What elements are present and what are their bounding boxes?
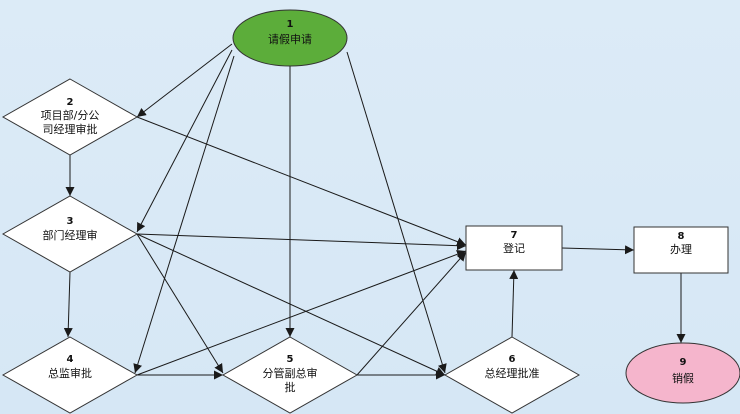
node-2-label-line1: 项目部/分公 — [41, 108, 100, 122]
edge-3-to-5 — [136, 233, 224, 374]
node-9-number: 9 — [680, 357, 687, 368]
node-1-shape — [232, 9, 348, 67]
node-5-number: 5 — [287, 354, 294, 365]
node-1-leave-request[interactable]: 1 请假申请 — [232, 9, 348, 67]
node-3-label: 部门经理审 — [43, 228, 98, 242]
edge-1-to-3 — [136, 49, 233, 233]
node-8-shape — [633, 226, 729, 274]
node-4-number: 4 — [67, 354, 74, 365]
node-2-number: 2 — [67, 97, 74, 108]
node-6-label: 总经理批准 — [485, 366, 540, 380]
node-2-project-manager-approval[interactable]: 2 项目部/分公 司经理审批 — [1, 78, 139, 156]
node-9-leave-cancel[interactable]: 9 销假 — [625, 342, 740, 404]
node-1-label: 请假申请 — [268, 32, 312, 46]
node-6-number: 6 — [509, 354, 516, 365]
node-8-number: 8 — [678, 231, 685, 242]
edge-6-to-7 — [509, 269, 519, 338]
node-8-process[interactable]: 8 办理 — [633, 226, 729, 274]
edge-1-to-2 — [136, 43, 233, 118]
node-7-shape — [465, 225, 563, 271]
node-1-number: 1 — [287, 19, 294, 30]
node-2-label-line2: 司经理审批 — [43, 122, 98, 136]
node-8-label: 办理 — [670, 243, 692, 256]
edge-3-to-6 — [136, 233, 446, 376]
nodes-layer: 1 请假申请 2 项目部/分公 司经理审批 3 部门经理审 4 总监审批 — [1, 9, 740, 414]
node-4-shape — [1, 336, 139, 414]
node-4-director-approval[interactable]: 4 总监审批 — [1, 336, 139, 414]
node-3-number: 3 — [67, 216, 74, 227]
node-6-general-manager-approval[interactable]: 6 总经理批准 — [443, 336, 581, 414]
node-5-deputy-gm-approval[interactable]: 5 分管副总审 批 — [221, 336, 359, 414]
edge-2-to-7 — [136, 116, 467, 246]
node-7-label: 登记 — [503, 241, 525, 255]
edge-7-to-8 — [561, 245, 635, 255]
edge-1-to-6 — [346, 51, 447, 374]
edge-1-to-4 — [133, 55, 235, 374]
node-5-shape — [221, 336, 359, 414]
node-6-shape — [443, 336, 581, 414]
node-3-shape — [1, 195, 139, 273]
node-9-label: 销假 — [672, 371, 694, 385]
node-4-label: 总监审批 — [48, 366, 92, 380]
node-7-number: 7 — [511, 230, 518, 241]
node-2-shape — [1, 78, 139, 156]
edge-5-to-7 — [356, 251, 467, 376]
edge-3-to-4 — [63, 271, 73, 338]
edges-layer — [63, 43, 686, 380]
node-9-shape — [625, 342, 740, 404]
node-5-label-line2: 批 — [285, 380, 296, 394]
node-3-department-manager-review[interactable]: 3 部门经理审 — [1, 195, 139, 273]
edge-4-to-7 — [136, 249, 467, 376]
node-5-label-line1: 分管副总审 — [263, 366, 318, 380]
edge-3-to-7 — [136, 233, 467, 251]
node-7-register[interactable]: 7 登记 — [465, 225, 563, 271]
